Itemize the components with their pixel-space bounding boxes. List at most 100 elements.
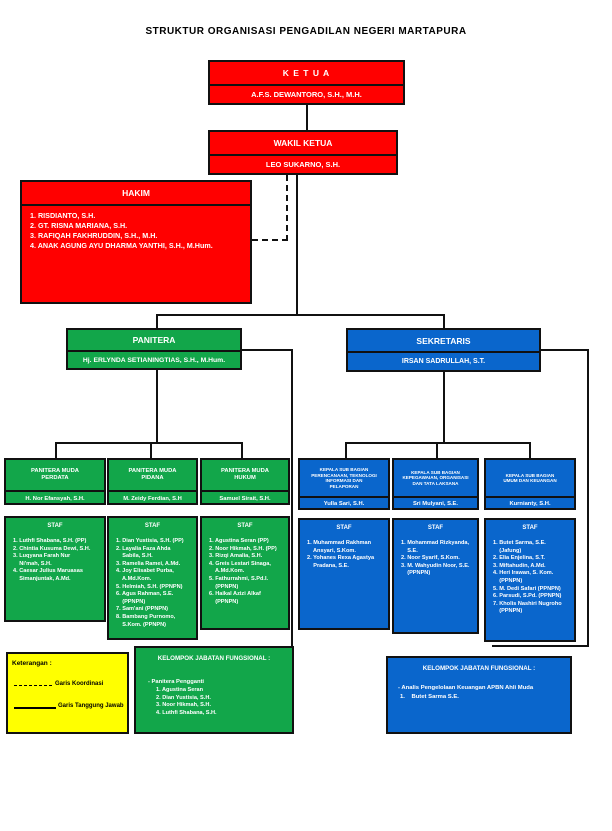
kasubag-name: Yulla Sari, S.H. bbox=[300, 496, 388, 510]
legend-solid-line bbox=[14, 707, 56, 709]
list-item: 4. Greis Lestari Sinaga, A.Md.Kom. bbox=[209, 560, 271, 575]
connector-to-sekretaris bbox=[443, 314, 445, 328]
jafung-panitera-box: KELOMPOK JABATAN FUNGSIONAL : - Panitera… bbox=[134, 646, 294, 734]
legend-tanggung-jawab-text: Garis Tanggung Jawab bbox=[58, 703, 124, 709]
list-item: 6. Haikal Azizi Alkaf (PPNPN) bbox=[209, 591, 261, 605]
staf-label: STAF bbox=[522, 525, 538, 531]
panmud-box-2: PANITERA MUDA PIDANA M. Zeidy Ferdian, S.… bbox=[107, 458, 198, 505]
staf-list: 1. Mohammad Rizkyanda, S.E.2. Noor Syari… bbox=[394, 538, 477, 578]
panitera-label: PANITERA bbox=[132, 335, 176, 345]
panmud-label: PANITERA MUDA PIDANA bbox=[128, 468, 177, 481]
staf-list: 1. Butet Sarma, S.E. (Jafung)2. Elia Enj… bbox=[486, 538, 574, 616]
list-item: 6. Agus Rahman, S.E. (PPNPN) bbox=[116, 591, 174, 605]
sekretaris-label: SEKRETARIS bbox=[416, 335, 471, 346]
list-item: 1. Dian Yustisia, S.H. (PP) bbox=[116, 538, 184, 544]
staf-list: 1. Dian Yustisia, S.H. (PP)2. Layalia Fa… bbox=[109, 536, 196, 629]
list-item: 2. GT. RISNA MARIANA, S.H. bbox=[30, 221, 128, 230]
kasubag-name: Kurnianty, S.H. bbox=[486, 496, 574, 510]
list-item: 7. Kholis Nashiri Nugroho (PPNPN) bbox=[493, 600, 562, 615]
staf-label: STAF bbox=[427, 525, 444, 531]
list-item: 1. Muhammad Rakhman Ansyari, S.Kom. bbox=[307, 540, 372, 554]
list-item: 2. Elia Enjelina, S.T. bbox=[493, 555, 545, 562]
list-item: 2. Yohanes Rexa Agastya Pradana, S.E. bbox=[307, 555, 375, 569]
kasubag-label: KEPALA SUB BAGIAN KEPEGAWAIAN, ORGANISAS… bbox=[402, 469, 469, 486]
connector-kasubag-horizontal bbox=[345, 442, 531, 444]
list-item: 4. Luthfi Shabana, S.H. bbox=[156, 709, 217, 716]
list-item: 4. Joy Elisabet Purba, A.Md.Kom. bbox=[116, 568, 174, 582]
list-item: 4. Heri Irawan, S. Kom. (PPNPN) bbox=[493, 570, 554, 584]
jafung-sekretaris-sub: - Analis Pengelolaan Keuangan APBN Ahli … bbox=[398, 685, 534, 691]
list-item: 3. Luqyana Farah Nur Ni'mah, S.H. bbox=[13, 553, 71, 567]
list-item: 7. Sam'ani (PPNPN) bbox=[116, 606, 168, 613]
wakil-ketua-label: WAKIL KETUA bbox=[273, 138, 333, 148]
connector-koordinasi-horizontal bbox=[252, 239, 288, 241]
list-item: 2. Layalia Faza Ahda Sabila, S.H. bbox=[116, 545, 171, 560]
list-item: 1. Agustina Seran bbox=[156, 687, 204, 693]
wakil-ketua-box: WAKIL KETUA LEO SUKARNO, S.H. bbox=[208, 130, 398, 175]
list-item: 3. RAFIQAH FAKHRUDDIN, S.H., M.H. bbox=[30, 231, 158, 240]
kasubag-label: KEPALA SUB BAGIAN PERENCANAAN, TEKNOLOGI… bbox=[311, 467, 377, 489]
kasubag-staf-box-2: STAF 1. Mohammad Rizkyanda, S.E.2. Noor S… bbox=[392, 518, 479, 634]
connector-wakil-main bbox=[296, 175, 298, 315]
sekretaris-name: IRSAN SADRULLAH, S.T. bbox=[348, 351, 539, 370]
connector-sekretaris-jafung-h bbox=[541, 349, 588, 351]
list-item: 1. Agustina Seran (PP) bbox=[209, 538, 269, 544]
list-item: 3. M. Wahyudin Noor, S.E. (PPNPN) bbox=[401, 562, 470, 577]
page-title: STRUKTUR ORGANISASI PENGADILAN NEGERI MA… bbox=[145, 26, 467, 37]
panmud-label: PANITERA MUDA PERDATA bbox=[31, 468, 79, 481]
connector-panitera-jafung-v bbox=[291, 349, 293, 646]
list-item: 5. M. Dedi Safari (PPNPN) bbox=[493, 585, 561, 592]
connector-ketua-wakil bbox=[306, 104, 308, 130]
connector-panitera-down bbox=[156, 370, 158, 442]
keterangan-box: Keterangan : Garis Koordinasi Garis Tang… bbox=[6, 652, 129, 734]
legend-koordinasi-text: Garis Koordinasi bbox=[55, 681, 104, 687]
kasubag-staf-box-3: STAF 1. Butet Sarma, S.E. (Jafung)2. Elia… bbox=[484, 518, 576, 642]
connector-kasubag-1 bbox=[345, 442, 347, 458]
staf-label: STAF bbox=[237, 523, 253, 529]
legend-dashed-line bbox=[14, 685, 52, 686]
keterangan-label: Keterangan : bbox=[12, 660, 52, 667]
staf-label: STAF bbox=[47, 523, 63, 529]
panmud-staf-box-3: STAF 1. Agustina Seran (PP)2. Noor Hikmah… bbox=[200, 516, 290, 630]
list-item: 3. Rizqi Amalia, S.H. bbox=[209, 553, 263, 560]
jafung-sekretaris-label: KELOMPOK JABATAN FUNGSIONAL : bbox=[422, 665, 536, 672]
list-item: 2. Noor Hikmah, S.H. (PP) bbox=[209, 545, 277, 552]
staf-label: STAF bbox=[144, 523, 161, 529]
kasubag-staf-box-1: STAF 1. Muhammad Rakhman Ansyari, S.Kom.2… bbox=[298, 518, 390, 630]
wakil-ketua-name: LEO SUKARNO, S.H. bbox=[210, 154, 396, 173]
connector-horizontal-panitera-sekretaris bbox=[156, 314, 444, 316]
panmud-staf-box-2: STAF 1. Dian Yustisia, S.H. (PP)2. Layali… bbox=[107, 516, 198, 640]
kasubag-box-2: KEPALA SUB BAGIAN KEPEGAWAIAN, ORGANISAS… bbox=[392, 458, 479, 510]
panmud-name: M. Zeidy Ferdian, S.H bbox=[109, 490, 196, 505]
connector-koordinasi-vertical bbox=[286, 175, 288, 241]
connector-panitera-jafung-h bbox=[242, 349, 292, 351]
list-item: 3. Miftahudin, A.Md. bbox=[493, 562, 546, 569]
staf-label: STAF bbox=[336, 525, 352, 531]
list-item: 2. Dian Yustisia, S.H. bbox=[156, 694, 211, 701]
list-item: 1. Mohammad Rizkyanda, S.E. bbox=[401, 540, 470, 554]
hakim-box: HAKIM 1. RISDIANTO, S.H.2. GT. RISNA MAR… bbox=[20, 180, 252, 304]
hakim-member-list: 1. RISDIANTO, S.H.2. GT. RISNA MARIANA, … bbox=[22, 204, 250, 302]
jafung-panitera-label: KELOMPOK JABATAN FUNGSIONAL : bbox=[157, 655, 271, 662]
list-item: 3. Ramelia Ramei, A.Md. bbox=[116, 560, 181, 567]
list-item: 2. Noor Syarif, S.Kom. bbox=[401, 555, 460, 562]
list-item: 8. Bambang Purnomo, S.Kom. (PPNPN) bbox=[116, 613, 176, 628]
list-item: 6. Parsudi, S.Pd. (PPNPN) bbox=[493, 593, 562, 600]
jafung-panitera-sub: - Panitera Pengganti bbox=[148, 679, 205, 685]
connector-panmud-3 bbox=[241, 442, 243, 458]
staf-list: 1. Muhammad Rakhman Ansyari, S.Kom.2. Yo… bbox=[300, 538, 388, 570]
connector-to-panitera bbox=[156, 314, 158, 328]
connector-sekretaris-jafung-v bbox=[587, 349, 589, 646]
connector-sekretaris-down bbox=[443, 372, 445, 442]
list-item: 1. Butet Sarma, S.E. (Jafung) bbox=[493, 540, 546, 554]
panmud-name: Samuel Sirait, S.H. bbox=[202, 490, 288, 505]
connector-kasubag-2 bbox=[436, 442, 438, 458]
panitera-box: PANITERA Hj. ERLYNDA SETIANINGTIAS, S.H.… bbox=[66, 328, 242, 370]
list-item: 5. Fathurrahmi, S.Pd.I. (PPNPN) bbox=[209, 575, 269, 590]
staf-list: 1. Luthfi Shabana, S.H. (PP)2. Chintia K… bbox=[6, 536, 104, 584]
ketua-name: A.F.S. DEWANTORO, S.H., M.H. bbox=[210, 84, 403, 103]
list-item: 5. Helmiah, S.H. (PPNPN) bbox=[116, 583, 183, 590]
